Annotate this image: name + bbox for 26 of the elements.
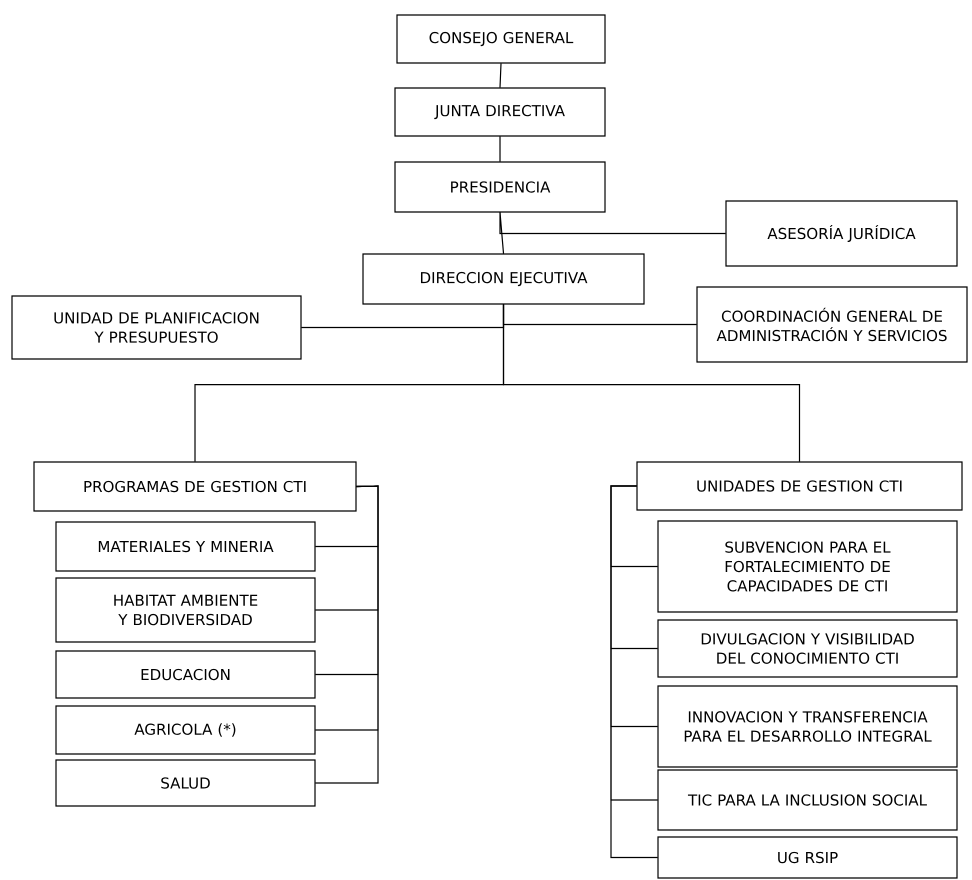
org-box: PROGRAMAS DE GESTION CTI — [33, 461, 357, 512]
org-box: JUNTA DIRECTIVA — [394, 87, 606, 137]
org-box: UG RSIP — [657, 836, 958, 879]
connector-line — [610, 485, 658, 858]
org-box: UNIDAD DE PLANIFICACION Y PRESUPUESTO — [11, 295, 302, 360]
connector-line — [499, 212, 726, 234]
org-box: CONSEJO GENERAL — [396, 14, 606, 64]
org-box: UNIDADES DE GESTION CTI — [636, 461, 963, 511]
org-box: INNOVACION Y TRANSFERENCIA PARA EL DESARROLLO INTEGRAL — [657, 685, 958, 768]
connector-line — [499, 64, 502, 88]
org-box: COORDINACIÓN GENERAL DE ADMINISTRACIÓN Y SERVICIOS — [696, 286, 968, 363]
connector-line — [499, 212, 504, 254]
connector-line — [316, 485, 379, 784]
org-box: HABITAT AMBIENTE Y BIODIVERSIDAD — [55, 577, 316, 643]
connector-line — [502, 304, 800, 462]
org-box: SALUD — [55, 759, 316, 807]
org-box: MATERIALES Y MINERIA — [55, 521, 316, 572]
org-box: DIVULGACION Y VISIBILIDAD DEL CONOCIMIENTO CTI — [657, 619, 958, 678]
connector-line — [499, 136, 501, 162]
org-box: EDUCACION — [55, 650, 316, 699]
org-box: DIRECCION EJECUTIVA — [362, 253, 645, 305]
org-box: TIC PARA LA INCLUSION SOCIAL — [657, 769, 958, 831]
org-box: AGRICOLA (*) — [55, 705, 316, 755]
org-box: SUBVENCION PARA EL FORTALECIMIENTO DE CAPACIDADES DE CTI — [657, 520, 958, 613]
org-box: PRESIDENCIA — [394, 161, 606, 213]
org-box: ASESORÍA JURÍDICA — [725, 200, 958, 267]
